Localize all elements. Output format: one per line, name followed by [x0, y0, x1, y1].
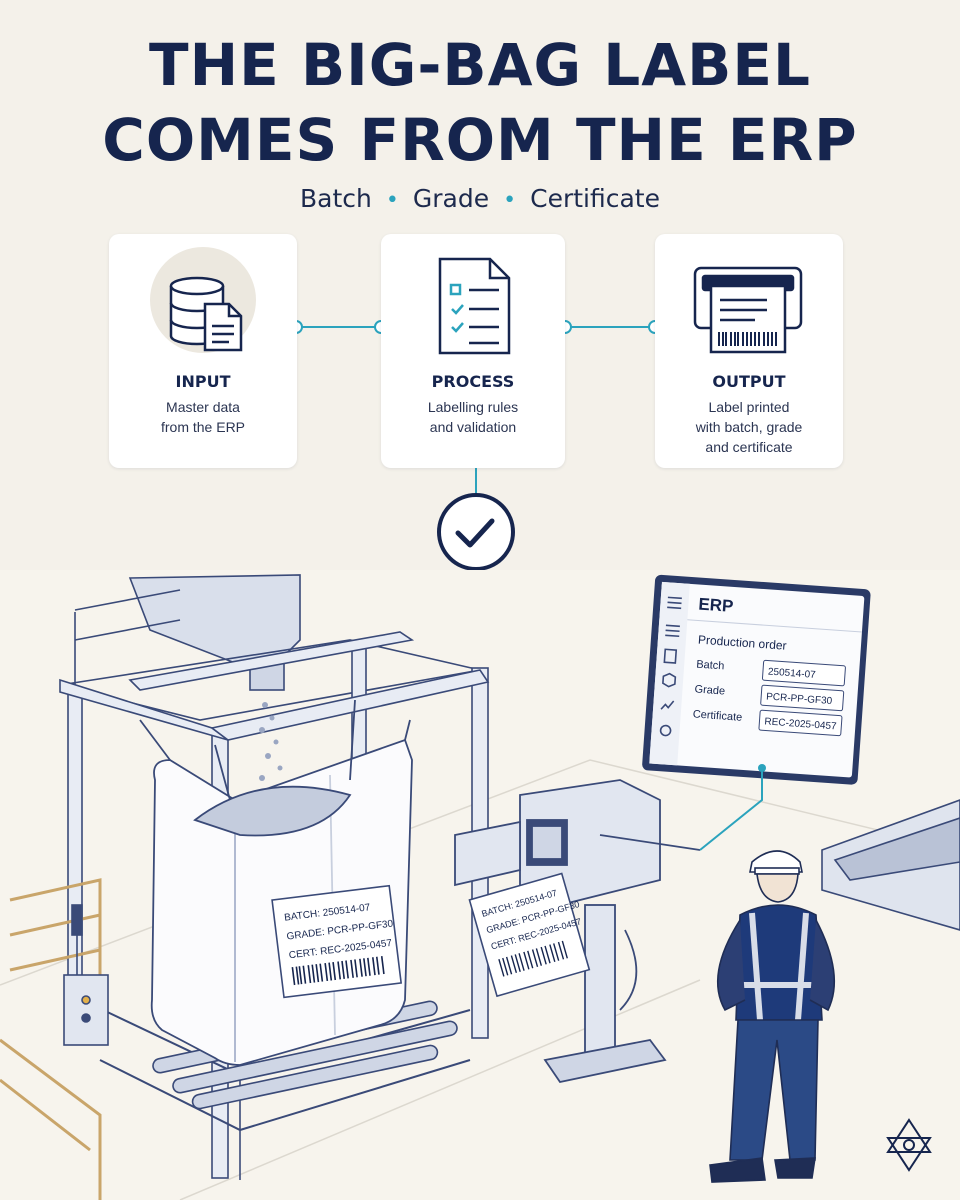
- erp-field-label-batch: Batch: [696, 659, 725, 673]
- step-desc-process: Labelling rules and validation: [381, 397, 565, 437]
- brand-logo-icon: [886, 1118, 932, 1172]
- safety-railing: [0, 878, 102, 1200]
- desc-line: Labelling rules: [427, 399, 519, 415]
- erp-connection-line: [699, 768, 763, 851]
- pellet-bin: [821, 799, 960, 931]
- label-printer-icon: [693, 266, 803, 354]
- erp-sidebar-icons: [659, 596, 682, 737]
- subtitle-grade: Grade: [412, 184, 490, 213]
- step-card-input: INPUT Master data from the ERP: [109, 234, 297, 468]
- subtitle-batch: Batch: [300, 184, 372, 213]
- step-title-input: INPUT: [175, 372, 231, 391]
- erp-field-value-certificate: REC-2025-0457: [764, 716, 837, 732]
- desc-line: and validation: [429, 419, 517, 435]
- label-printer: [454, 779, 701, 1084]
- erp-screen: ERP Production order Batch 250514-07 Gra…: [642, 574, 871, 785]
- desc-line: and certificate: [705, 439, 793, 455]
- step-desc-output: Label printed with batch, grade and cert…: [655, 397, 843, 457]
- step-title-process: PROCESS: [431, 372, 515, 391]
- bullet-dot: •: [503, 188, 517, 213]
- control-box: [63, 904, 109, 1046]
- bullet-dot: •: [385, 188, 399, 213]
- step-card-output: OUTPUT Label printed with batch, grade a…: [655, 234, 843, 468]
- erp-field-value-batch: 250514-07: [768, 667, 817, 681]
- step-title-output: OUTPUT: [712, 372, 786, 391]
- checklist-document-icon: [438, 257, 511, 355]
- erp-title: ERP: [698, 595, 734, 616]
- step-desc-input: Master data from the ERP: [109, 397, 297, 437]
- erp-field-value-grade: PCR-PP-GF30: [766, 691, 833, 707]
- subtitle: Batch • Grade • Certificate: [0, 184, 960, 213]
- erp-field-label-grade: Grade: [694, 683, 725, 697]
- desc-line: from the ERP: [160, 419, 246, 435]
- title-line-2: COMES FROM THE ERP: [102, 106, 858, 174]
- subtitle-certificate: Certificate: [530, 184, 660, 213]
- desc-line: with batch, grade: [695, 419, 803, 435]
- step-card-process: PROCESS Labelling rules and validation: [381, 234, 565, 468]
- database-icon: [150, 247, 256, 353]
- erp-field-label-certificate: Certificate: [692, 708, 742, 723]
- desc-line: Master data: [166, 399, 240, 415]
- printed-label: BATCH: 250514-07 GRADE: PCR-PP-GF30 CERT…: [468, 872, 591, 998]
- title-line-1: THE BIG-BAG LABEL: [149, 31, 811, 99]
- worker: [709, 850, 836, 1183]
- bag-label: BATCH: 250514-07 GRADE: PCR-PP-GF30 CERT…: [271, 884, 403, 999]
- erp-section: Production order: [698, 633, 787, 653]
- desc-line: Label printed: [708, 399, 790, 415]
